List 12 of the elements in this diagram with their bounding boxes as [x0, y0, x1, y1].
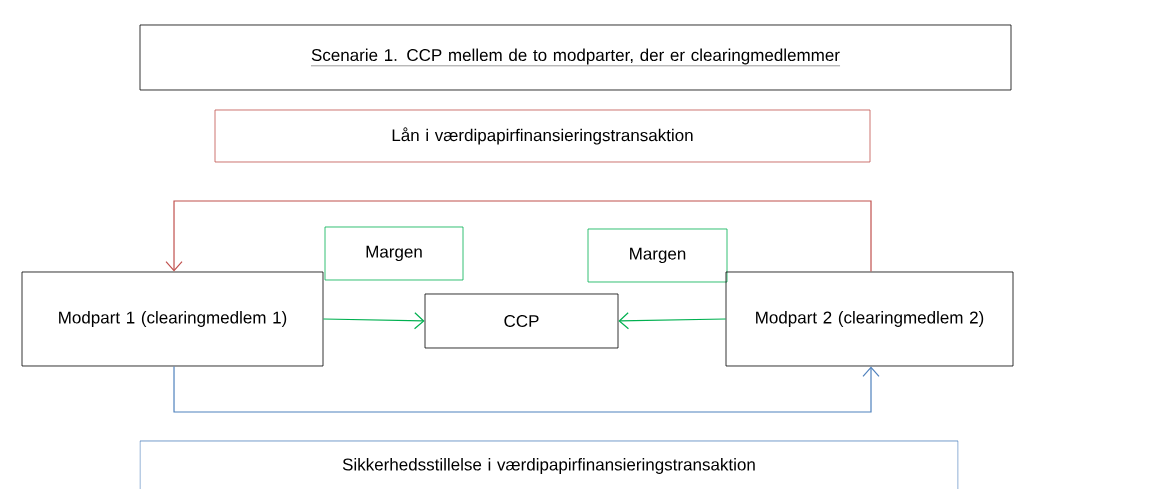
arrow	[618, 312, 727, 330]
title-box: Scenarie 1. CCP mellem de to modparter, der er clearingmedlemmer	[139, 24, 1012, 91]
arrow	[173, 365, 880, 413]
label-box: Margen	[324, 226, 464, 281]
process-box: Modpart 1 (clearingmedlem 1)	[21, 271, 324, 367]
process-box: Modpart 2 (clearingmedlem 2)	[725, 271, 1014, 367]
label-box: Sikkerhedsstillelse i værdipapirfinansieringstransaktion	[139, 440, 959, 489]
label-box: Margen	[587, 228, 728, 283]
process-box: CCP	[424, 293, 619, 349]
arrow	[322, 312, 425, 330]
arrow	[165, 200, 872, 273]
label-box: Lån i værdipapirfinansieringstransaktion	[214, 109, 871, 163]
